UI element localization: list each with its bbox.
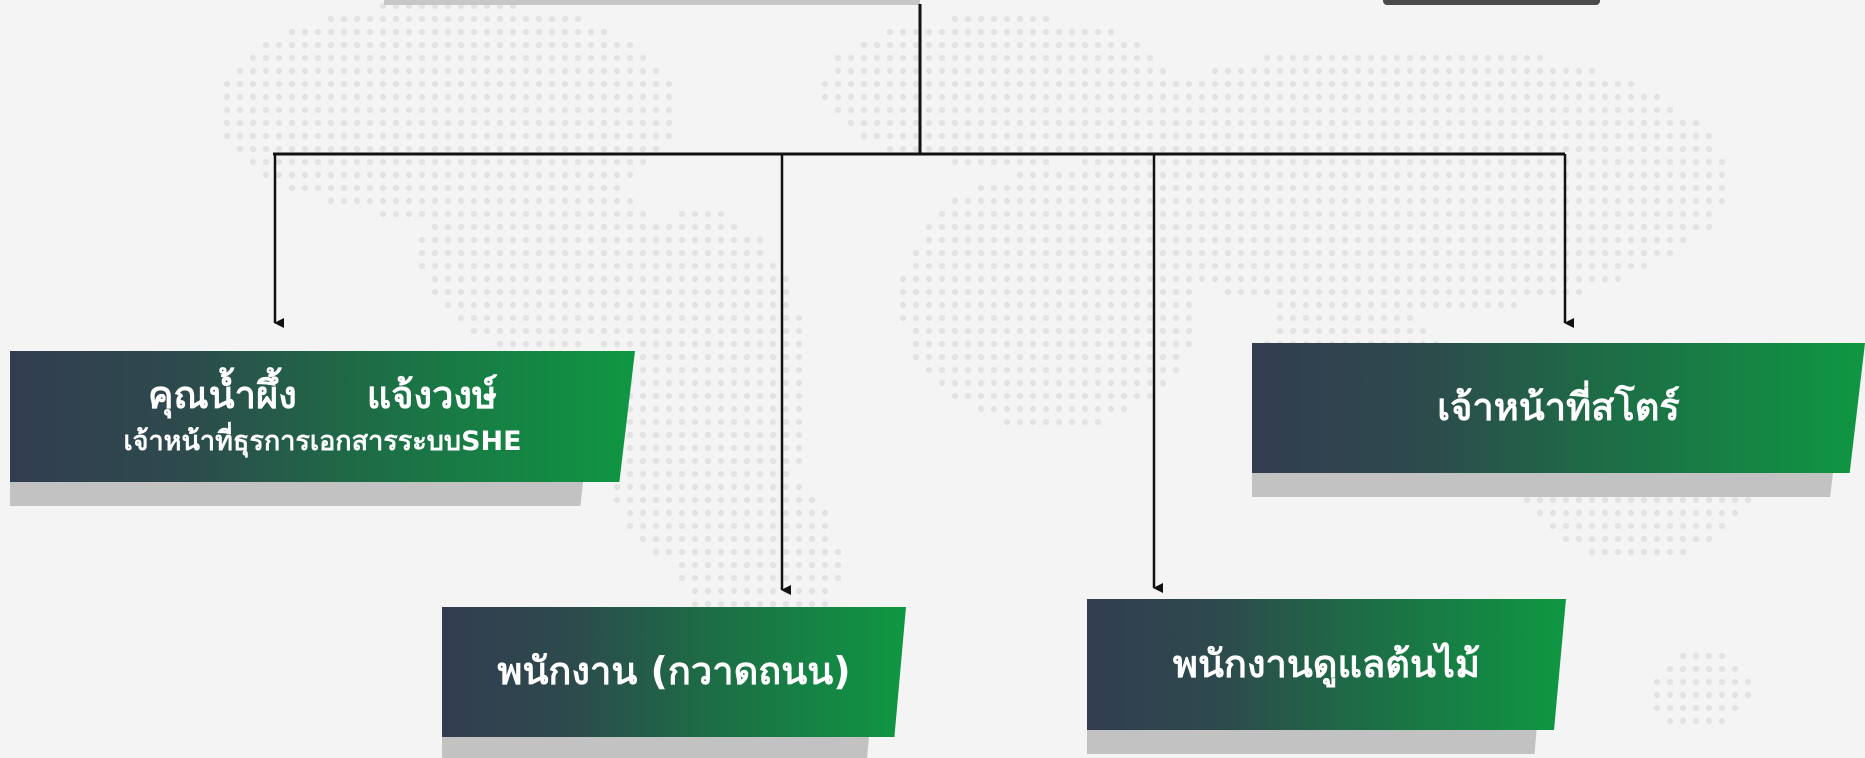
staff-card-gardener: พนักงานดูแลต้นไม้ [1087,599,1566,730]
staff-first-name: คุณน้ำผึ้ง [147,373,297,418]
parent-photo-bottom-edge [1383,0,1600,5]
staff-name: คุณน้ำผึ้ง แจ้งวงษ์ [147,373,498,418]
staff-card-street-sweeper: พนักงาน (กวาดถนน) [442,607,906,737]
staff-card-document-officer: คุณน้ำผึ้ง แจ้งวงษ์ เจ้าหน้าที่ธุรการเอกส… [10,351,635,482]
staff-card-store-officer: เจ้าหน้าที่สโตร์ [1252,343,1865,473]
map-dots [223,2,1752,725]
staff-title: เจ้าหน้าที่สโตร์ [1437,385,1680,430]
staff-last-name: แจ้งวงษ์ [366,373,498,418]
parent-card-bottom-edge [384,0,920,5]
staff-title: พนักงาน (กวาดถนน) [497,649,851,694]
staff-position: เจ้าหน้าที่ธุรการเอกสารระบบSHE [123,425,522,457]
staff-title: พนักงานดูแลต้นไม้ [1172,641,1481,686]
